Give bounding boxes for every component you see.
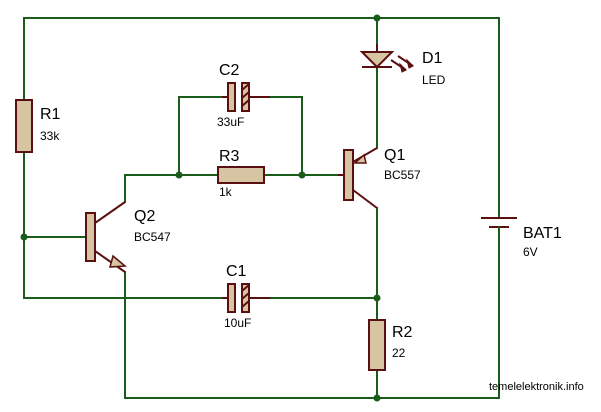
resistor-r1: [15, 99, 33, 153]
r3-ref-label: R3: [219, 148, 240, 165]
junction-dot: [373, 294, 381, 302]
c1-ref-label: C1: [226, 263, 247, 280]
credit-label: temelelektronik.info: [489, 381, 584, 393]
transistor-q1-base-bar: [343, 149, 354, 201]
transistor-q2-emitter: [94, 250, 126, 273]
resistor-r3: [217, 166, 265, 184]
d1-ref-label: D1: [422, 50, 443, 67]
junction-dot: [20, 233, 28, 241]
capacitor-c2: [222, 82, 270, 112]
transistor-q2-base-bar: [85, 212, 96, 262]
r3-value-label: 1k: [219, 185, 233, 199]
r2-ref-label: R2: [392, 324, 413, 341]
transistor-q1: [338, 147, 378, 209]
transistor-q1-collector: [352, 189, 378, 209]
transistor-q2-collector: [94, 201, 126, 224]
junction-dot: [175, 171, 183, 179]
resistor-r2-body: [368, 319, 386, 371]
transistor-q2: [85, 201, 127, 273]
r1-value-label: 33k: [40, 129, 60, 143]
led-d1-triangle: [359, 51, 395, 69]
junctions: [20, 14, 381, 402]
q1-ref-label: Q1: [384, 147, 405, 164]
bat1-value-label: 6V: [523, 245, 538, 259]
resistor-r2: [368, 319, 386, 371]
capacitor-c2-plate-pos: [227, 82, 236, 112]
resistor-r3-body: [217, 166, 265, 184]
r1-ref-label: R1: [40, 106, 61, 123]
battery-bat1: [481, 217, 517, 237]
transistor-q2-emitter-arrow: [108, 254, 127, 268]
junction-dot: [373, 14, 381, 22]
q2-value-label: BC547: [134, 230, 171, 244]
transistor-q1-emitter: [352, 147, 378, 163]
q2-ref-label: Q2: [134, 208, 155, 225]
resistor-r1-body: [15, 99, 33, 153]
c1-value-label: 10uF: [224, 316, 251, 330]
junction-dot: [298, 171, 306, 179]
led-d1: [359, 44, 414, 73]
capacitor-c1-plate-pos: [227, 283, 236, 313]
capacitor-c1: [222, 283, 270, 313]
r2-value-label: 22: [392, 346, 406, 360]
transistor-q1-emitter-arrow: [353, 153, 367, 164]
c2-ref-label: C2: [219, 62, 240, 79]
d1-value-label: LED: [422, 73, 446, 87]
c2-value-label: 33uF: [217, 115, 244, 129]
bat1-ref-label: BAT1: [523, 225, 562, 242]
junction-dot: [373, 394, 381, 402]
q1-value-label: BC557: [384, 168, 421, 182]
